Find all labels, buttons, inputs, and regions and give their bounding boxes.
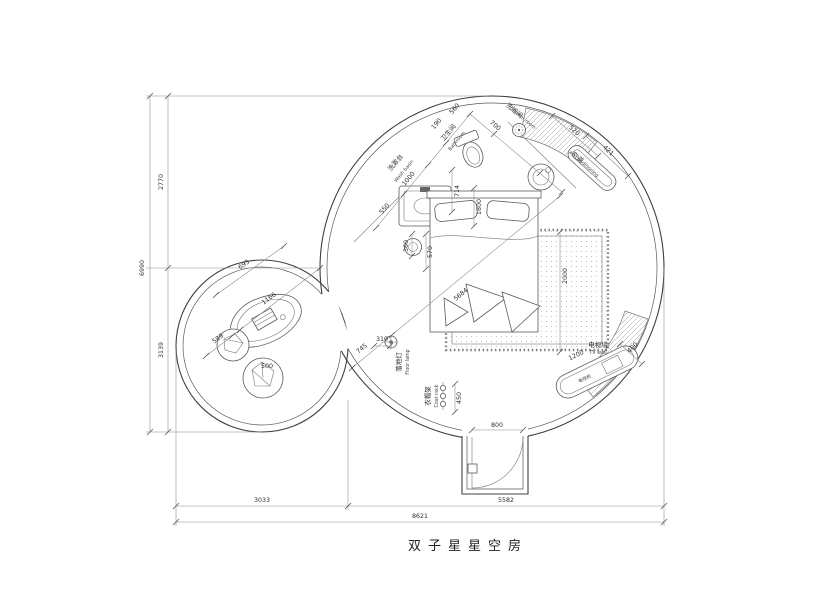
dim-small-circle-width: 3033 [254, 497, 270, 504]
faucet-icon [420, 187, 430, 192]
dim-570: 570 [427, 246, 434, 258]
dim-lower-height: 3139 [158, 342, 165, 358]
headboard [426, 190, 542, 199]
pillow-left [434, 200, 478, 222]
blanket-fold-3 [443, 297, 469, 327]
dim-360: 360 [403, 240, 410, 252]
page-title: 双子星星空房 [408, 538, 528, 554]
pillow-right [486, 200, 530, 222]
label-floor-lamp-en: Floor lamp [405, 349, 411, 374]
blanket-edge [429, 235, 539, 240]
dim-door-800: 800 [491, 422, 503, 429]
shower-head-icon [512, 123, 526, 137]
dimension-lines [146, 92, 668, 526]
small-room-inner-wall [182, 266, 342, 426]
passage-opening [316, 290, 353, 353]
label-tv-wall-cn: 电视墙 [588, 340, 608, 349]
label-coat-rack-en: Coat rack [434, 384, 440, 407]
dim-basin-bed-gap: 714 [454, 185, 461, 197]
dim-overall-width: 8621 [412, 513, 428, 520]
door-swing-arc [471, 436, 524, 489]
entry-vestibule [461, 436, 529, 495]
bean-bag-large [242, 357, 284, 399]
coat-rack-icon [439, 382, 446, 410]
bed [426, 190, 542, 333]
blanket-fold-2 [501, 291, 541, 333]
air-conditioner [567, 145, 617, 191]
tv-cabinet: 电视柜 [555, 345, 639, 399]
dim-cabinet-1200: 1200 [568, 349, 585, 362]
toilet-icon [453, 129, 484, 168]
entry-opening [462, 427, 528, 445]
small-room-zone [216, 293, 302, 399]
dim-rack-450: 450 [456, 392, 463, 404]
label-coat-rack-cn: 衣帽架 [423, 386, 432, 406]
dim-diag-745: 745 [355, 342, 369, 355]
dim-shower-700: 700 [488, 119, 502, 132]
dim-upper-height: 2770 [158, 174, 165, 190]
blanket-fold-1 [465, 283, 507, 323]
bathroom-zone [353, 107, 617, 243]
dim-carpet-length: 2000 [562, 268, 569, 284]
dim-large-circle-width: 5582 [498, 497, 514, 504]
label-tv-wall-en: TV wall [588, 350, 606, 356]
label-floor-lamp-cn: 落地灯 [394, 352, 403, 372]
room-walls [175, 95, 665, 445]
dim-bed-width: 1800 [476, 199, 483, 215]
round-table [527, 163, 555, 191]
door-frame-detail [467, 463, 478, 474]
dim-gap-190: 190 [430, 117, 443, 131]
bedroom-zone: 电视柜 [384, 190, 649, 410]
dim-basin-depth: 550 [378, 202, 391, 216]
dimension-ticks [146, 92, 668, 526]
dim-lamp-310: 310 [376, 336, 388, 343]
dim-toilet-560: 560 [448, 102, 461, 116]
dim-bean-500: 500 [261, 363, 273, 370]
floor-lamp-icon [384, 335, 398, 349]
dim-overall-height: 6990 [139, 260, 146, 276]
small-room-outer-wall [175, 259, 349, 433]
